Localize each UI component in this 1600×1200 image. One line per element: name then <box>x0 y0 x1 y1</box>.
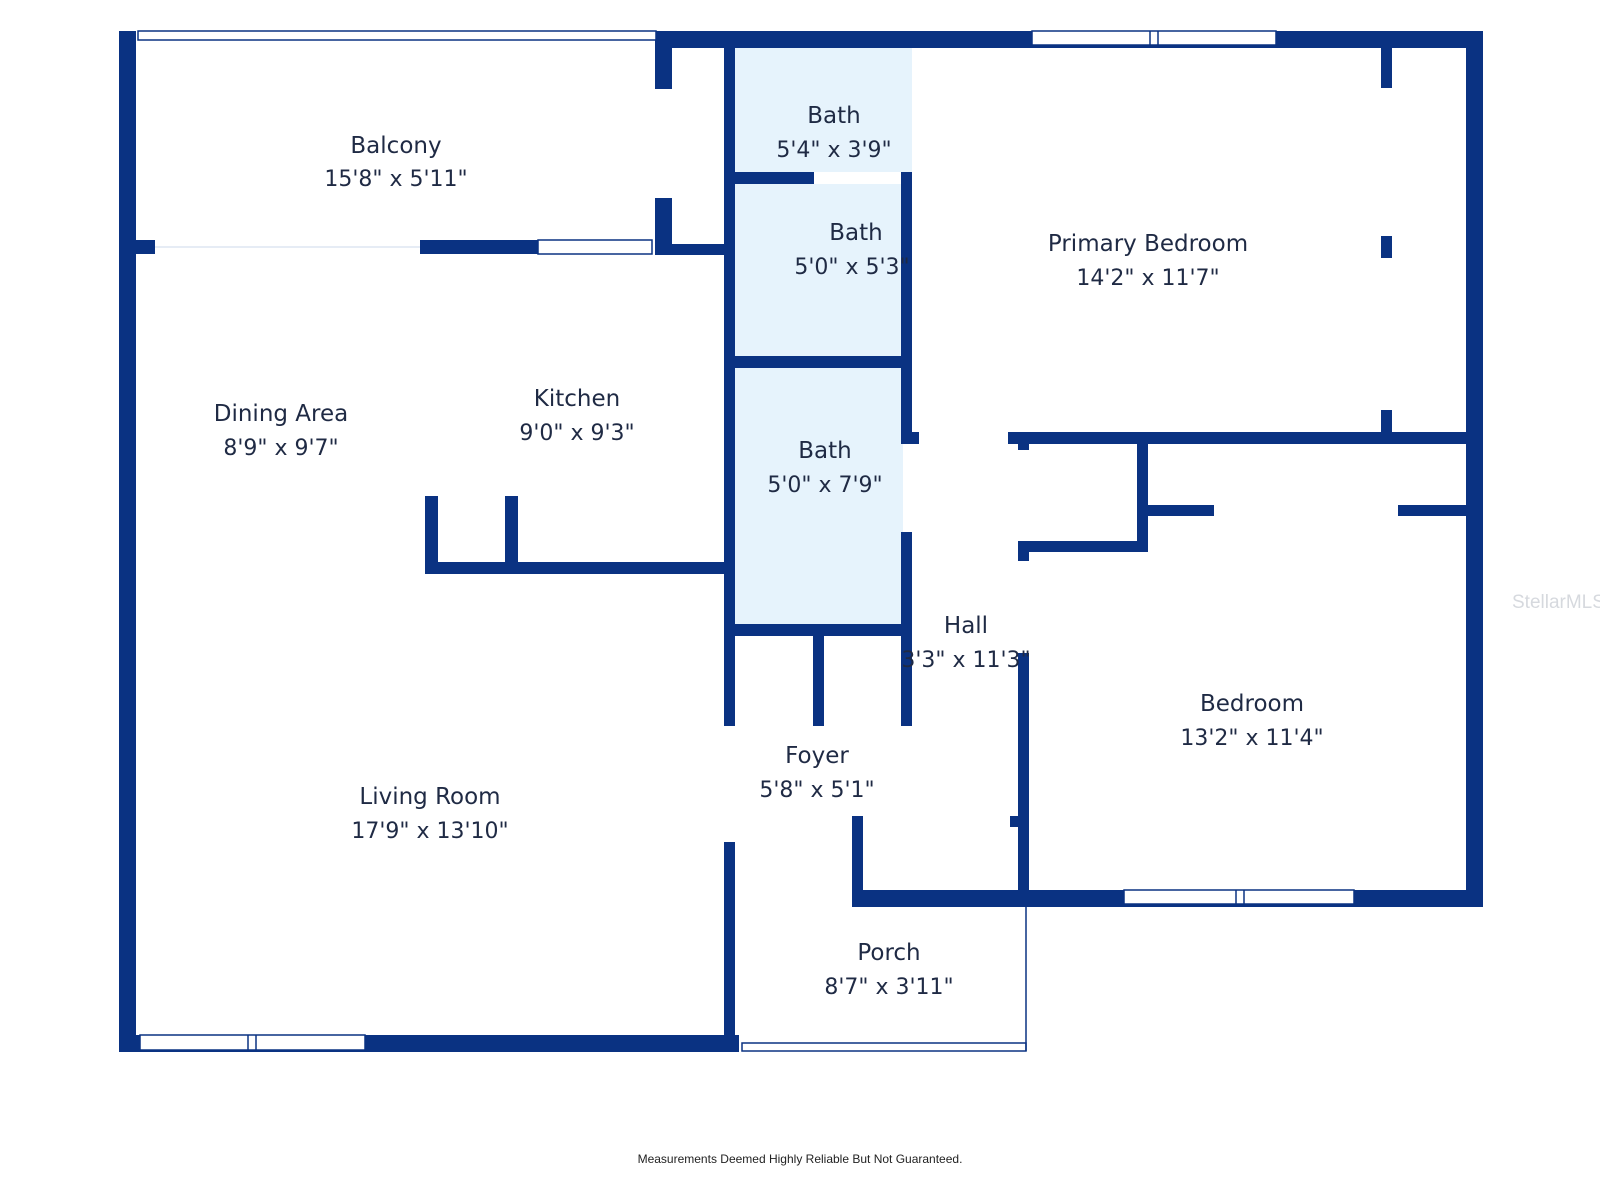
foyer-name: Foyer <box>785 743 849 769</box>
bath1-name: Bath <box>807 103 860 129</box>
wall-primary-closet-mid <box>1381 236 1392 258</box>
wall-closet-bottom2 <box>1018 541 1148 552</box>
wall-hall-right-mid <box>1018 541 1029 561</box>
watermark: StellarMLS <box>1512 592 1600 613</box>
dining-name: Dining Area <box>214 401 349 427</box>
wall-outer-left <box>119 31 136 1052</box>
wall-foyer-left <box>724 842 735 1052</box>
wall-bath2-bottom <box>724 356 903 368</box>
bath3-fill <box>735 368 903 624</box>
bath2-dims: 5'0" x 5'3" <box>794 255 909 280</box>
wall-balcony-bottom-mid <box>420 240 538 254</box>
wall-primary-closet-top <box>1381 40 1392 88</box>
wall-counter-right <box>505 496 518 573</box>
wall-hall-right-top <box>1018 432 1029 450</box>
wall-bath-left <box>724 40 735 726</box>
window-balcony-top <box>137 30 657 41</box>
hall-name: Hall <box>944 613 988 639</box>
wall-counter-left <box>425 496 438 573</box>
wall-bedroom-top-left <box>1137 505 1214 516</box>
hall-dims: 3'3" x 11'3" <box>901 648 1030 673</box>
wall-bath1-bottom <box>724 172 814 184</box>
wall-hall-stub <box>1010 816 1028 827</box>
bedroom-dims: 13'2" x 11'4" <box>1180 726 1323 751</box>
dining-dims: 8'9" x 9'7" <box>223 436 338 461</box>
living-dims: 17'9" x 13'10" <box>351 819 508 844</box>
wall-balcony-post-bottom <box>655 198 672 255</box>
bath1-fill <box>735 48 912 172</box>
room-labels: Balcony 15'8" x 5'11" Bath 5'4" x 3'9" B… <box>214 103 1324 1000</box>
porch-edge-bottom <box>741 1042 1027 1052</box>
window-balcony-bottom <box>537 239 653 255</box>
bath3-name: Bath <box>798 438 851 464</box>
wall-primary-bottom <box>1008 432 1483 444</box>
wall-bedroom-top-right <box>1398 505 1483 516</box>
window-bedroom-bottom <box>1123 889 1355 905</box>
wall-foyer-right <box>852 816 863 907</box>
wall-closet-divider <box>813 624 824 726</box>
wall-primary-bottom-left <box>901 432 919 444</box>
wall-hall-right-bottom <box>1018 653 1029 907</box>
bath2-name: Bath <box>829 220 882 246</box>
bath1-dims: 5'4" x 3'9" <box>776 138 891 163</box>
primary-name: Primary Bedroom <box>1048 231 1248 257</box>
window-living-bottom <box>139 1034 366 1051</box>
wall-bath-right-lower <box>901 532 912 726</box>
wall-balcony-bottom-left <box>119 240 155 254</box>
porch-dims: 8'7" x 3'11" <box>824 975 953 1000</box>
windows <box>137 30 1355 1052</box>
window-mullions <box>155 31 1245 1051</box>
wall-kitchen-bottom <box>425 562 735 574</box>
kitchen-name: Kitchen <box>534 386 620 412</box>
balcony-name: Balcony <box>350 133 441 159</box>
wall-bath-right-upper <box>901 172 912 444</box>
disclaimer: Measurements Deemed Highly Reliable But … <box>637 1152 963 1166</box>
bath2-fill <box>735 184 903 356</box>
bath3-dims: 5'0" x 7'9" <box>767 473 882 498</box>
wall-closet-bottom <box>655 244 729 255</box>
porch-name: Porch <box>857 940 920 966</box>
bath-fills <box>735 48 912 624</box>
bedroom-name: Bedroom <box>1200 691 1304 717</box>
foyer-dims: 5'8" x 5'1" <box>759 778 874 803</box>
window-primary-top <box>1031 30 1277 46</box>
balcony-dims: 15'8" x 5'11" <box>324 167 467 192</box>
wall-primary-closet-bottom <box>1381 410 1392 440</box>
wall-balcony-post-top <box>655 31 672 89</box>
living-name: Living Room <box>359 784 500 810</box>
wall-outer-right <box>1466 31 1483 907</box>
kitchen-dims: 9'0" x 9'3" <box>519 421 634 446</box>
primary-dims: 14'2" x 11'7" <box>1076 266 1219 291</box>
wall-closet-vert <box>1137 432 1148 552</box>
